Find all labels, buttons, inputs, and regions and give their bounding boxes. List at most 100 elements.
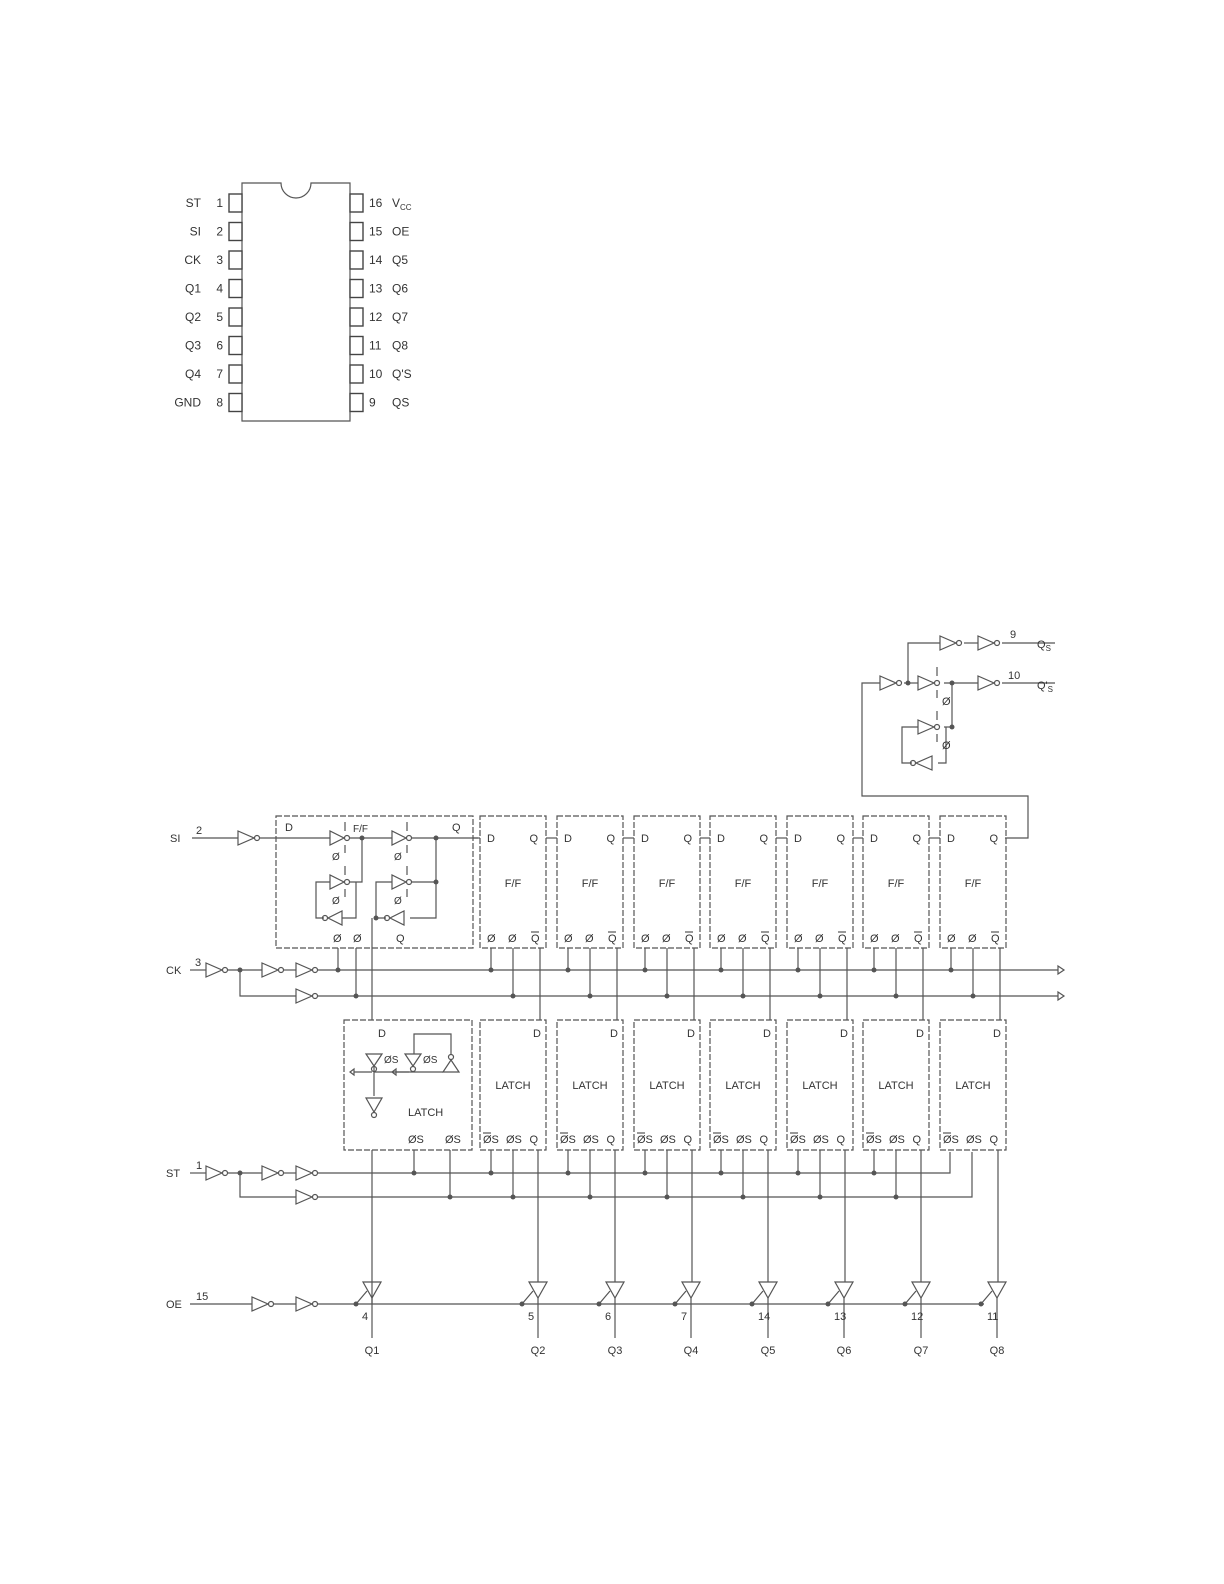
junction-dot (642, 1170, 648, 1176)
output-pin-number: 7 (681, 1311, 687, 1323)
output-buffer: 4Q1 (353, 1281, 383, 1357)
output-pin-number: 12 (911, 1311, 923, 1323)
junction-dot (718, 967, 724, 973)
output-pin-number: 5 (528, 1311, 534, 1323)
pin-name: Q'S (392, 367, 412, 381)
tri-state-buffer-icon (910, 1281, 932, 1300)
pin-pad (228, 221, 243, 242)
latch-label: LATCH (495, 1080, 530, 1092)
output-name: Q3 (608, 1345, 623, 1357)
ff-label: F/F (582, 878, 599, 890)
enable-wire (598, 1290, 611, 1305)
qs-prime-output-label: Q'S (1037, 680, 1053, 694)
ff-d-label: D (794, 833, 802, 845)
junction-dot (664, 1194, 670, 1200)
tri-state-buffer-icon (680, 1281, 702, 1300)
phis-label: ØS (423, 1055, 438, 1066)
flip-flop-block (709, 815, 777, 949)
pin-number: 14 (369, 253, 383, 267)
junction-dot (510, 993, 516, 999)
ff-phi-label: Ø (717, 933, 726, 945)
latch-d-label: D (610, 1028, 618, 1040)
ff-d-label: D (641, 833, 649, 845)
output-name: Q6 (837, 1345, 852, 1357)
latch-phis-label: ØS (889, 1134, 905, 1146)
junction-dot (587, 993, 593, 999)
latch-phis-label: ØS (445, 1134, 461, 1146)
latch-label: LATCH (725, 1080, 760, 1092)
pin-name: Q5 (392, 253, 408, 267)
junction-dot (488, 967, 494, 973)
output-name: Q2 (531, 1345, 546, 1357)
latch-label: LATCH (955, 1080, 990, 1092)
ff-q-label: Q (989, 833, 998, 845)
junction-dot (795, 1170, 801, 1176)
ff-phi-label: Ø (891, 933, 900, 945)
latch-phis-label: ØS (506, 1134, 522, 1146)
latch-label: LATCH (802, 1080, 837, 1092)
latch-label: LATCH (572, 1080, 607, 1092)
qs-output-label: QS (1037, 639, 1051, 653)
pin-pad (349, 392, 364, 413)
ff-label: F/F (812, 878, 829, 890)
junction-dot (587, 1194, 593, 1200)
ff-phi-label: Ø (870, 933, 879, 945)
latch-d-label: D (533, 1028, 541, 1040)
pin-number: 8 (216, 396, 223, 410)
phis-label: ØS (384, 1055, 399, 1066)
ic-package-body (241, 182, 351, 422)
pin-number: 12 (369, 310, 383, 324)
pin-pad (228, 335, 243, 356)
enable-wire (674, 1290, 687, 1305)
pin-number: 6 (216, 339, 223, 353)
output-pin-number: 6 (605, 1311, 611, 1323)
ff-phi-label: Ø (353, 933, 362, 945)
phi-label: Ø (394, 852, 402, 863)
pin-name: ST (186, 196, 202, 210)
ff-phi-label: Ø (738, 933, 747, 945)
junction-dot (871, 967, 877, 973)
pin-name: VCC (392, 196, 412, 212)
latch-label: LATCH (408, 1107, 443, 1119)
output-pin-number: 11 (987, 1311, 998, 1323)
pin-pad (228, 307, 243, 327)
junction-dot (642, 967, 648, 973)
output-pin-number: 4 (362, 1311, 368, 1323)
junction-dot (871, 1170, 877, 1176)
pin-number: 11 (369, 339, 382, 353)
pin-pad (349, 221, 364, 242)
latch-phis-label: ØS (813, 1134, 829, 1146)
qs-pin-number: 9 (1010, 629, 1016, 641)
junction-dot (817, 1194, 823, 1200)
st-pin-number: 1 (196, 1160, 202, 1172)
latch-q-label: Q (912, 1134, 921, 1146)
output-name: Q1 (365, 1345, 380, 1357)
output-pin-number: 13 (834, 1311, 846, 1323)
pin-number: 1 (216, 196, 223, 210)
output-name: Q7 (914, 1345, 929, 1357)
ff-d-label: D (487, 833, 495, 845)
ff-phi-label: Ø (794, 933, 803, 945)
pin-name: Q3 (185, 339, 201, 353)
junction-dot (948, 967, 954, 973)
ff-d-label: D (870, 833, 878, 845)
ff-qbar-label: Q (685, 933, 694, 945)
pin-number: 10 (369, 367, 383, 381)
enable-wire (904, 1290, 917, 1305)
junction-dot (565, 1170, 571, 1176)
ff-qbar-label: Q (531, 933, 540, 945)
latch-label: LATCH (649, 1080, 684, 1092)
st-input-label: ST (166, 1168, 180, 1180)
latch-d-label: D (687, 1028, 695, 1040)
enable-wire (355, 1290, 368, 1305)
qs-prime-pin-number: 10 (1008, 670, 1020, 682)
flip-flop-block (786, 815, 854, 949)
